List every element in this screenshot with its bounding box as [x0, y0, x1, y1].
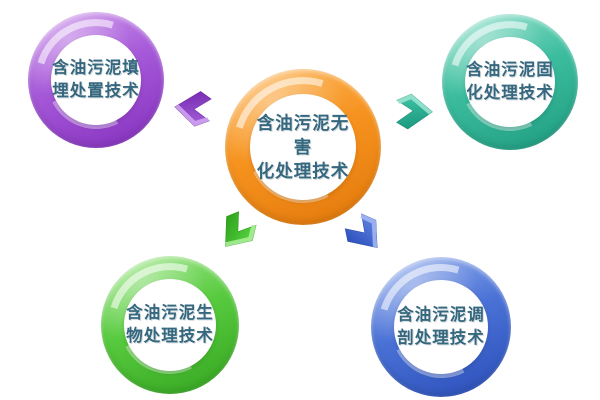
bottom-left-label-line1: 含油污泥生	[126, 304, 214, 323]
top-left-label-line2: 埋处置技术	[52, 82, 140, 100]
node-biological-treatment: 含油污泥生 物处理技术	[101, 256, 239, 394]
center-label-line2: 化处理技术	[256, 161, 350, 182]
node-center-harmless-treatment: 含油污泥无害 化处理技术	[225, 69, 381, 225]
top-left-node-label: 含油污泥填 埋处置技术	[51, 35, 141, 125]
ring-hole	[250, 94, 356, 200]
top-right-label-line1: 含油污泥固	[466, 61, 554, 80]
chevron-right-icon	[391, 88, 437, 132]
ring-hole	[124, 279, 216, 371]
chevron-left-icon	[169, 86, 218, 133]
center-node-label: 含油污泥无害 化处理技术	[250, 94, 356, 200]
bottom-left-node-label: 含油污泥生 物处理技术	[124, 279, 216, 371]
bottom-right-label-line1: 含油污泥调	[397, 306, 485, 325]
top-right-label-line2: 化处理技术	[466, 84, 554, 102]
top-left-label-line1: 含油污泥填	[52, 59, 140, 78]
node-solidification-treatment: 含油污泥固 化处理技术	[442, 14, 578, 150]
center-label-line1: 含油污泥无害	[256, 112, 350, 157]
chevron-down-left-icon	[208, 203, 268, 264]
bottom-right-label-line2: 剖处理技术	[397, 329, 485, 347]
ring-hole	[394, 280, 488, 374]
top-right-node-label: 含油污泥固 化处理技术	[465, 37, 555, 127]
chevron-down-right-icon	[336, 203, 396, 264]
bottom-right-node-label: 含油污泥调 剖处理技术	[394, 280, 488, 374]
node-profile-control-treatment: 含油污泥调 剖处理技术	[371, 257, 511, 397]
ring-hole	[51, 35, 141, 125]
node-landfill-disposal: 含油污泥填 埋处置技术	[28, 12, 164, 148]
bottom-left-label-line2: 物处理技术	[126, 327, 214, 345]
ring-hole	[465, 37, 555, 127]
